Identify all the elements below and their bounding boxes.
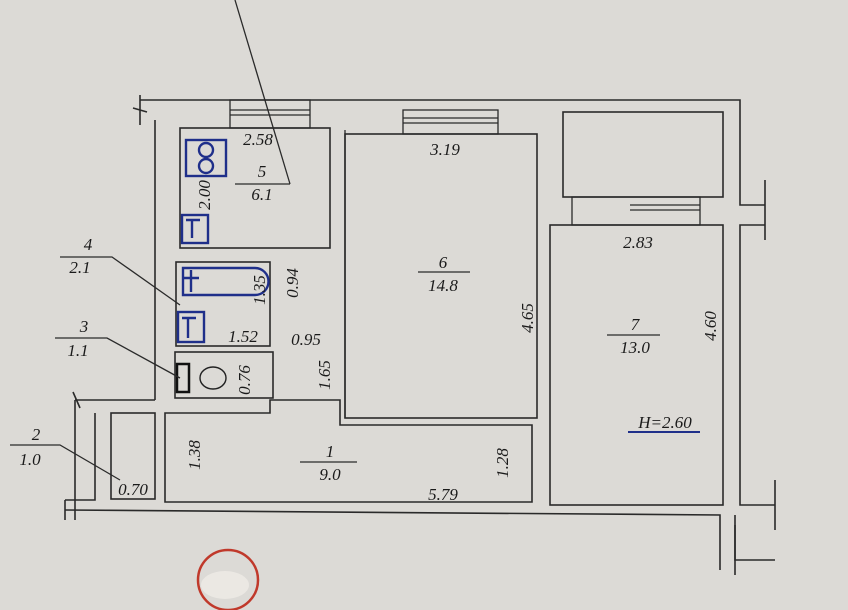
room-4-area: 2.1	[69, 258, 90, 277]
room-7-area: 13.0	[620, 338, 650, 357]
leader-room4	[60, 256, 181, 306]
ceiling-height: H=2.60	[637, 413, 692, 432]
balcony-door	[571, 196, 701, 226]
red-stamp	[196, 548, 260, 610]
dim-bath-depth: 1.35	[250, 275, 269, 305]
dim-bath-length: 1.52	[228, 327, 258, 346]
bathtub-icon	[181, 266, 270, 297]
room-3-area: 1.1	[67, 341, 88, 360]
room-4-number: 4	[84, 235, 93, 254]
dim-closet-width: 0.70	[118, 480, 148, 499]
dim-room6-width: 3.19	[429, 140, 460, 159]
room-1-number: 1	[326, 442, 335, 461]
dim-hall-depth-upper: 0.94	[283, 268, 302, 298]
room-2-number: 2	[32, 425, 41, 444]
sink-icon	[180, 213, 210, 245]
room-6-area: 14.8	[428, 276, 458, 295]
leader-room2	[10, 444, 121, 481]
room-7-number: 7	[631, 315, 641, 334]
dim-kitchen-depth: 2.00	[195, 180, 214, 210]
stove-icon	[184, 138, 228, 178]
dim-room7-depth: 4.60	[701, 311, 720, 341]
room-3-number: 3	[79, 317, 89, 336]
room-6-number: 6	[439, 253, 448, 272]
dim-closet-depth: 1.38	[185, 440, 204, 470]
room-2-closet	[110, 412, 156, 500]
toilet-icon	[175, 362, 227, 394]
dim-room7-width: 2.83	[623, 233, 653, 252]
dim-corridor-width: 1.28	[493, 448, 512, 478]
room-5-number: 5	[258, 162, 267, 181]
dim-kitchen-width: 2.58	[243, 130, 273, 149]
leader-room3	[55, 337, 181, 379]
room-1-corridor	[164, 399, 533, 503]
room-2-area: 1.0	[19, 450, 41, 469]
washbasin-icon	[176, 310, 206, 344]
outer-walls	[64, 95, 776, 575]
dim-toilet-depth: 0.76	[235, 365, 254, 395]
window-room6	[402, 109, 499, 135]
room-5-kitchen	[179, 127, 331, 249]
room-4-bathroom	[175, 261, 271, 347]
dim-room6-depth: 4.65	[518, 303, 537, 333]
dim-hall-depth-lower: 1.65	[315, 360, 334, 390]
dim-hall-width: 0.95	[291, 330, 321, 349]
dim-corridor-length: 5.79	[428, 485, 458, 504]
room-5-area: 6.1	[251, 185, 272, 204]
room-7	[549, 224, 724, 506]
balcony	[562, 111, 724, 198]
room-1-area: 9.0	[319, 465, 341, 484]
window-kitchen	[229, 99, 311, 129]
